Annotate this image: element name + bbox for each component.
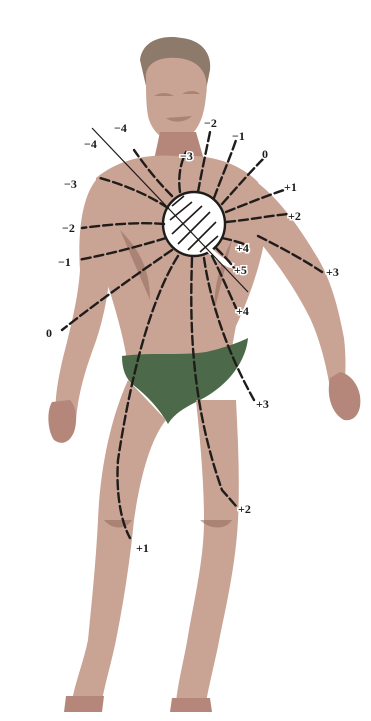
label-n2left: −2	[62, 221, 75, 235]
label-n1left: −1	[58, 255, 71, 269]
label-n2top: −2	[204, 116, 217, 130]
label-p3leg: +3	[256, 397, 269, 411]
label-n1top: −1	[232, 129, 245, 143]
label-n4a: −4	[114, 121, 127, 135]
label-zero-left: 0	[46, 326, 52, 340]
label-zero-top: 0	[262, 147, 268, 161]
label-p1: +1	[284, 180, 297, 194]
label-p4b: +4	[236, 304, 249, 318]
label-p2leg: +2	[238, 502, 251, 516]
label-n3left: −3	[64, 177, 77, 191]
label-p4a: +4	[236, 241, 249, 255]
label-p3arm: +3	[326, 265, 339, 279]
label-p2: +2	[288, 209, 301, 223]
label-n4b: −4	[84, 137, 97, 151]
label-n3in: −3	[180, 149, 193, 163]
label-p5: +5	[234, 263, 247, 277]
label-p1leg: +1	[136, 541, 149, 555]
